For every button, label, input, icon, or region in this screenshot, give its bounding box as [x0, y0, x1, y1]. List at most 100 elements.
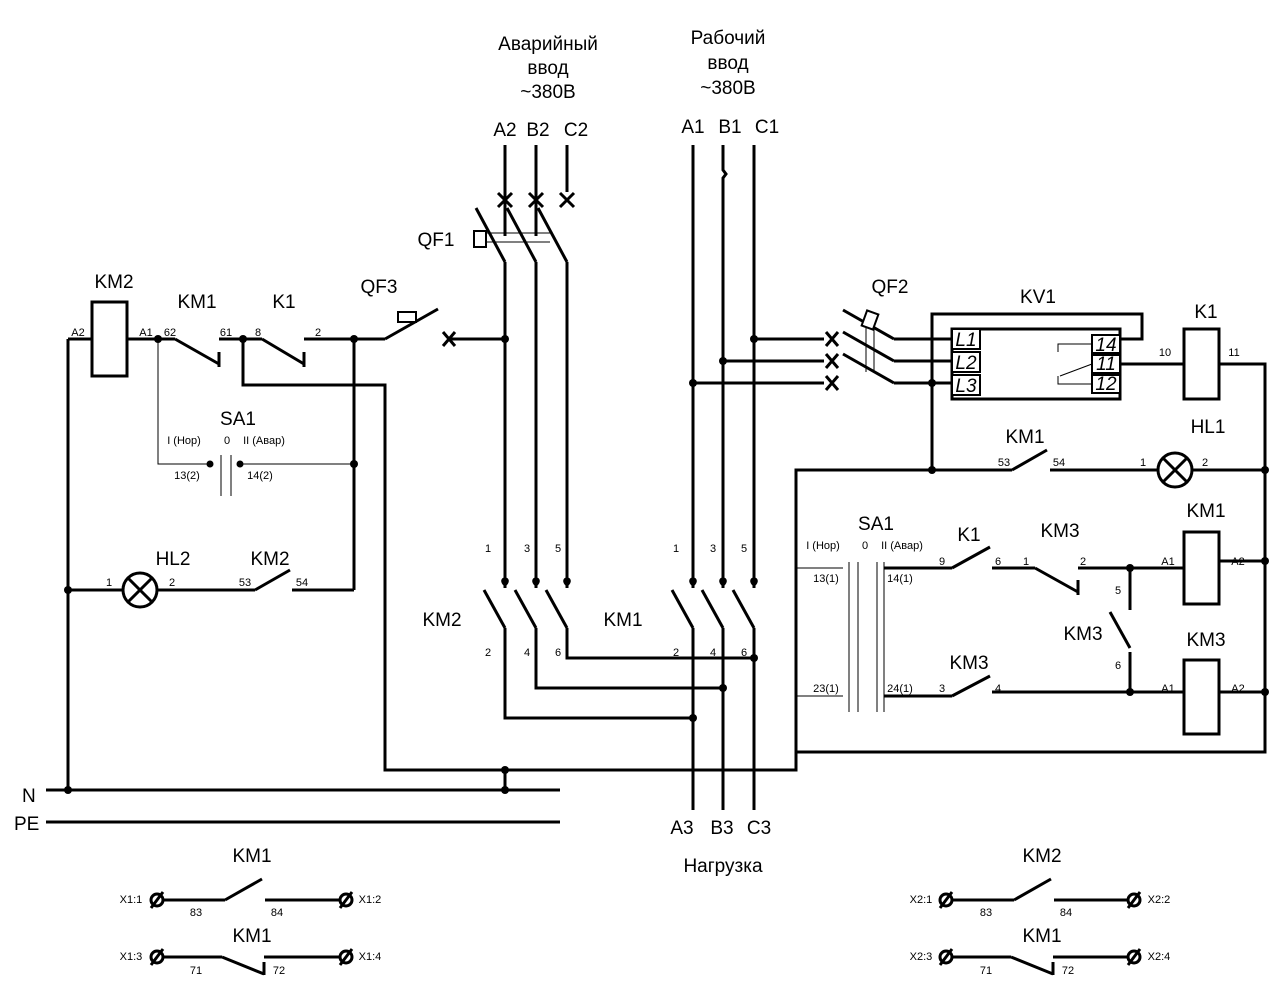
km3-3: 3: [939, 683, 945, 695]
sa1-left-14: 14(2): [247, 470, 273, 482]
km1-54: 54: [1053, 457, 1065, 469]
k1-coil-11: 11: [1228, 347, 1239, 359]
cross-mark-icon: [824, 331, 840, 347]
qf1-label: QF1: [418, 230, 455, 251]
sa1-right-label: SA1: [858, 514, 894, 535]
km3-1: 1: [1023, 556, 1029, 568]
km2-term-4: 4: [524, 647, 530, 659]
km2-aux-label: KM2: [250, 549, 289, 570]
working-input-header: Рабочий ввод ~380В A1 B1 C1: [681, 28, 779, 138]
km1-nc-term-label: KM1: [232, 926, 271, 947]
k1-8: 8: [255, 327, 261, 339]
x2-4-label: X2:4: [1148, 951, 1171, 963]
x2-1-label: X2:1: [910, 894, 933, 906]
load-outputs: A3 B3 C3 Нагрузка: [503, 628, 771, 877]
hl2-term-1: 1: [106, 577, 112, 589]
qf3-label: QF3: [361, 277, 398, 298]
sa1-left-pos-0: 0: [224, 435, 230, 447]
k1-2: 2: [315, 327, 321, 339]
sa1-right-24: 24(1): [887, 683, 913, 695]
km1-nc-label: KM1: [177, 292, 216, 313]
km1-72-label: 72: [273, 965, 285, 977]
sa1-right-23: 23(1): [813, 683, 839, 695]
km1-term-4: 4: [710, 647, 716, 659]
km2-term-2: 2: [485, 647, 491, 659]
hl2-label: HL2: [156, 549, 191, 570]
phase-c3-label: C3: [747, 818, 771, 839]
phase-a2-label: A2: [493, 120, 516, 141]
km1-coil: [1182, 530, 1221, 606]
sa1-left-pos-ii: II (Авар): [243, 435, 285, 447]
km1-right-71-label: 71: [980, 965, 992, 977]
sa1-right-13: 13(1): [813, 573, 839, 585]
sa1-left-pos-i: I (Нор): [167, 435, 201, 447]
kv1-l3: L3: [955, 376, 977, 397]
phase-b1-label: B1: [718, 117, 741, 138]
km2-term-5: 5: [555, 543, 561, 555]
km2-term-6: 6: [555, 647, 561, 659]
hl1-term-2: 2: [1202, 457, 1208, 469]
lamp-hl2-icon: [121, 571, 159, 609]
hl1-label: HL1: [1191, 417, 1226, 438]
km3-5: 5: [1115, 585, 1121, 597]
sa1-right-pos-i: I (Нор): [806, 540, 840, 552]
power-contactor-km2: KM2 1 3 5 2 4 6: [422, 543, 571, 659]
x2-2-label: X2:2: [1148, 894, 1171, 906]
km1-term-2: 2: [673, 647, 679, 659]
km3-nc2-label: KM3: [1063, 624, 1102, 645]
km3-2: 2: [1080, 556, 1086, 568]
k1-coil-10: 10: [1159, 347, 1171, 359]
km1-83-label: 83: [190, 907, 202, 919]
bus-pe-label: PE: [14, 814, 39, 835]
km2-term-3: 3: [524, 543, 530, 555]
km1-aux-label: KM1: [1005, 427, 1044, 448]
km3-coil-a1: A1: [1161, 683, 1174, 695]
phase-b3-label: B3: [710, 818, 733, 839]
working-input-title: Рабочий: [691, 28, 766, 49]
terminal-icon: [149, 891, 165, 909]
k1-9: 9: [939, 556, 945, 568]
emergency-phase-lines: [496, 145, 576, 236]
breaker-qf2: QF2: [693, 277, 952, 474]
load-label: Нагрузка: [683, 856, 763, 877]
km2-coil-a2: A2: [71, 327, 84, 339]
x1-1-label: X1:1: [120, 894, 143, 906]
km1-84-label: 84: [271, 907, 283, 919]
km2-coil-label: KM2: [94, 272, 133, 293]
working-phase-lines: [689, 145, 758, 585]
phase-c2-label: C2: [564, 120, 588, 141]
terminal-icon: [938, 948, 954, 966]
neutral-bus: N: [22, 786, 560, 807]
km3-coil-label: KM3: [1186, 630, 1225, 651]
k1-no-label: K1: [957, 525, 980, 546]
km3-aux-label: KM3: [949, 653, 988, 674]
phase-a1-label: A1: [681, 117, 704, 138]
x2-3-label: X2:3: [910, 951, 933, 963]
k1-nc-label: K1: [272, 292, 295, 313]
breaker-qf1: QF1: [418, 207, 569, 585]
km3-coil: [1182, 658, 1221, 736]
terminal-icon: [1126, 891, 1142, 909]
phase-b2-label: B2: [526, 120, 549, 141]
sa1-right-14: 14(1): [887, 573, 913, 585]
sa1-left-label: SA1: [220, 409, 256, 430]
hl1-term-1: 1: [1140, 457, 1146, 469]
km3-nc-label: KM3: [1040, 521, 1079, 542]
terminal-block-right: KM2 X2:1 X2:2 83 84 KM1 X2:3 X2:4 71 72: [910, 846, 1171, 977]
km2-84-label: 84: [1060, 907, 1072, 919]
terminal-icon: [338, 948, 354, 966]
terminal-icon: [1126, 948, 1142, 966]
x1-2-label: X1:2: [359, 894, 382, 906]
sa1-left-13: 13(2): [174, 470, 200, 482]
qf3-actuator: [397, 311, 417, 323]
working-input-voltage: ~380В: [700, 78, 755, 99]
lamp-hl1-icon: [1156, 451, 1194, 489]
terminal-icon: [149, 948, 165, 966]
k1-coil: [1182, 327, 1221, 401]
kv1-l1: L1: [955, 330, 976, 351]
x1-4-label: X1:4: [359, 951, 382, 963]
km1-term-1: 1: [673, 543, 679, 555]
k1-coil-label: K1: [1194, 302, 1217, 323]
kv1-label: KV1: [1020, 287, 1056, 308]
km1-no-term-label: KM1: [232, 846, 271, 867]
